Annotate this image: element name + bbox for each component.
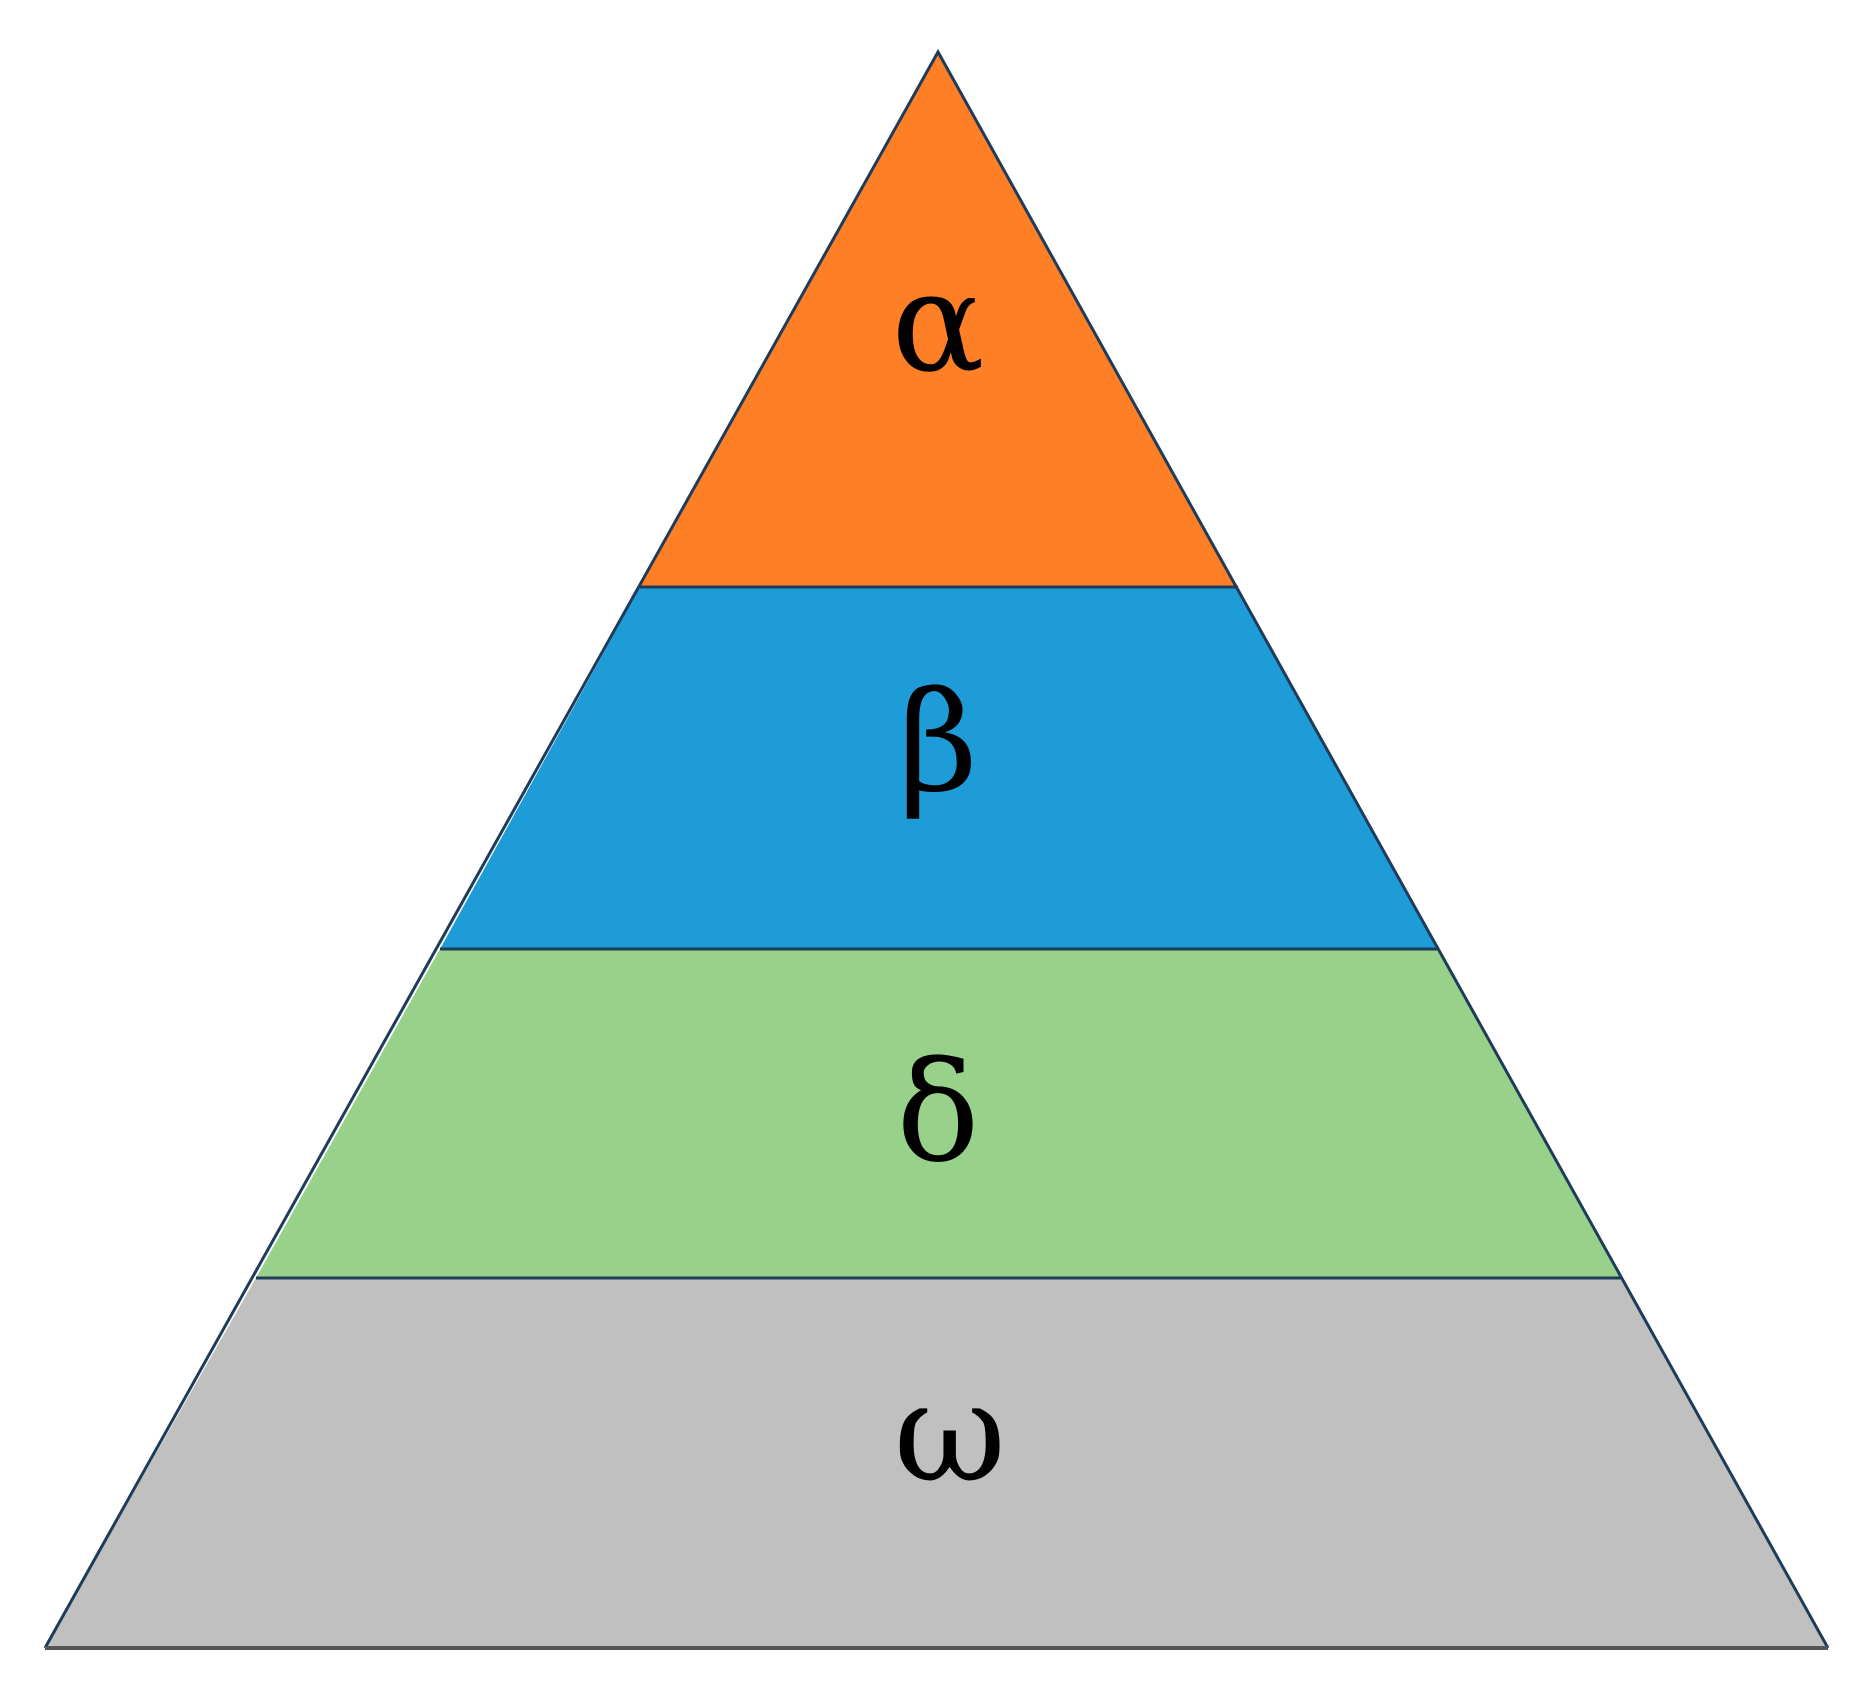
pyramid-outline — [43, 48, 1830, 1649]
tier-omega-label: ω — [894, 1352, 1007, 1513]
tier-alpha-label: α — [891, 242, 984, 403]
tier-delta-band — [256, 949, 1622, 1278]
tier-beta-band — [440, 587, 1438, 949]
tier-delta-label: δ — [896, 1032, 979, 1193]
tier-alpha-band — [640, 52, 1238, 587]
tier-beta-label: β — [898, 662, 978, 823]
tier-omega-band — [45, 1278, 1828, 1648]
